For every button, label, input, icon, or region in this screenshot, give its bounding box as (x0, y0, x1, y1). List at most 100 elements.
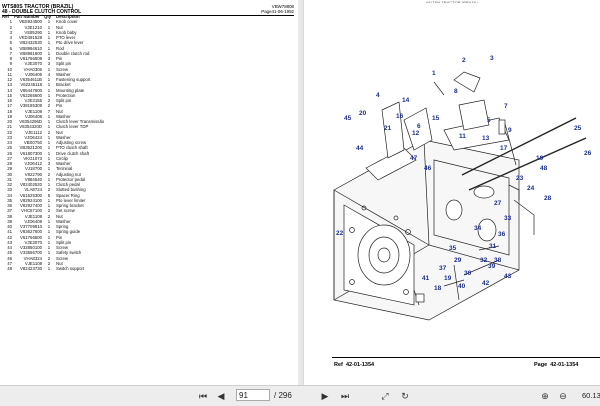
row-qty: 1 (47, 203, 51, 208)
row-qty: 1 (47, 250, 51, 256)
col-description: Description (56, 14, 80, 19)
zoom-out-icon[interactable]: ⊖ (559, 390, 567, 401)
footer-page: Page 42-01-1354 (534, 362, 579, 368)
row-part-number: V37709810 (20, 224, 42, 229)
row-ref: 25 (7, 145, 12, 151)
row-description: Nut (56, 129, 63, 135)
callout-38: 38 (494, 257, 502, 264)
callout-33: 33 (504, 215, 512, 222)
callout-6: 6 (417, 123, 421, 130)
callout-34: 34 (474, 225, 482, 232)
row-qty: 1 (47, 266, 51, 271)
row-ref: 20 (7, 119, 12, 124)
callout-12: 12 (412, 130, 420, 137)
row-part-number: VHA0306 (23, 66, 42, 72)
row-description: PTO lever (56, 35, 76, 40)
callout-17: 17 (500, 145, 508, 152)
row-qty: 1 (47, 50, 51, 56)
zoom-level[interactable]: 60.13 (582, 391, 600, 400)
fit-page-icon[interactable]: ⤢ (381, 390, 389, 401)
callout-16: 16 (396, 113, 404, 120)
row-description: Pin (56, 234, 63, 240)
first-page-icon[interactable]: ⏮ (198, 390, 208, 401)
callout-35: 35 (449, 245, 457, 252)
last-page-icon[interactable]: ⏭ (340, 390, 350, 401)
row-qty: 1 (47, 29, 51, 35)
row-ref: 1 (9, 19, 12, 25)
row-ref: 11 (7, 71, 12, 77)
callout-10: 10 (536, 155, 544, 162)
callout-31: 31 (489, 243, 497, 250)
row-part-number: V38185309 (20, 103, 42, 109)
row-ref: 30 (7, 171, 12, 177)
row-ref: 21 (7, 124, 12, 130)
row-ref: 24 (7, 140, 12, 145)
callout-29: 29 (454, 257, 462, 264)
pdf-toolbar: ⏮ ◀ / 296 ▶ ⏭ ⤢ ↻ ⊕ ⊖ 60.13 (0, 385, 600, 406)
prev-page-icon[interactable]: ◀ (217, 390, 225, 401)
row-qty: 1 (47, 45, 51, 51)
row-description: Knob baby (56, 29, 77, 35)
next-page-icon[interactable]: ▶ (321, 390, 329, 401)
row-part-number: VLA8724 (24, 187, 42, 193)
row-qty: 4 (47, 71, 51, 77)
row-part-number: V822790 (24, 171, 42, 177)
row-part-number: V82402520 (20, 182, 42, 187)
row-qty: 1 (47, 145, 51, 151)
row-qty: 2 (47, 171, 51, 177)
callout-24: 24 (527, 185, 535, 192)
row-ref: 5 (9, 40, 12, 46)
callout-11: 11 (459, 133, 466, 140)
row-description: Pto drive lever (56, 40, 84, 46)
col-part-number: Part Number (14, 14, 40, 19)
callout-37: 37 (439, 265, 447, 272)
rotate-icon[interactable]: ↻ (401, 390, 409, 401)
row-description: Screw (56, 66, 68, 72)
row-description: Clutch pedal (56, 182, 80, 187)
zoom-in-icon[interactable]: ⊕ (541, 390, 549, 401)
page-top-cut-text: VALTRA TRACTOR (BRAZIL) (425, 0, 479, 3)
row-part-number: VS85290 (24, 29, 42, 35)
row-part-number: V82927400 (20, 203, 42, 208)
row-description: Spring (56, 224, 69, 229)
row-description: PTO clutch shaft (56, 145, 88, 151)
row-description: Spring guide (56, 229, 81, 235)
row-ref: 12 (7, 77, 12, 82)
callout-15: 15 (432, 115, 440, 122)
doc-title: WTS80S TRACTOR (BRAZIL) (2, 4, 74, 10)
row-qty: 1 (47, 140, 51, 145)
callout-26: 26 (584, 150, 592, 157)
callout-7: 7 (504, 103, 508, 110)
row-description: Washer (56, 71, 71, 77)
row-qty: 1 (47, 234, 51, 240)
row-qty: 2 (47, 255, 51, 261)
callout-30: 30 (464, 270, 472, 277)
row-description: Drive clutch shaft (56, 150, 89, 156)
page-gap (298, 0, 304, 385)
callout-32: 32 (480, 257, 488, 264)
row-part-number: VB3621200 (19, 145, 42, 151)
row-description: Double clutch rod (56, 50, 90, 56)
row-description: Washer (56, 113, 71, 119)
page-number-input[interactable] (236, 389, 270, 401)
callout-3: 3 (490, 55, 494, 62)
row-qty: 1 (47, 239, 51, 245)
row-description: Washer (56, 161, 71, 166)
callout-40: 40 (458, 283, 466, 290)
row-ref: 4 (9, 35, 12, 40)
row-part-number: V61766509 (20, 56, 42, 61)
